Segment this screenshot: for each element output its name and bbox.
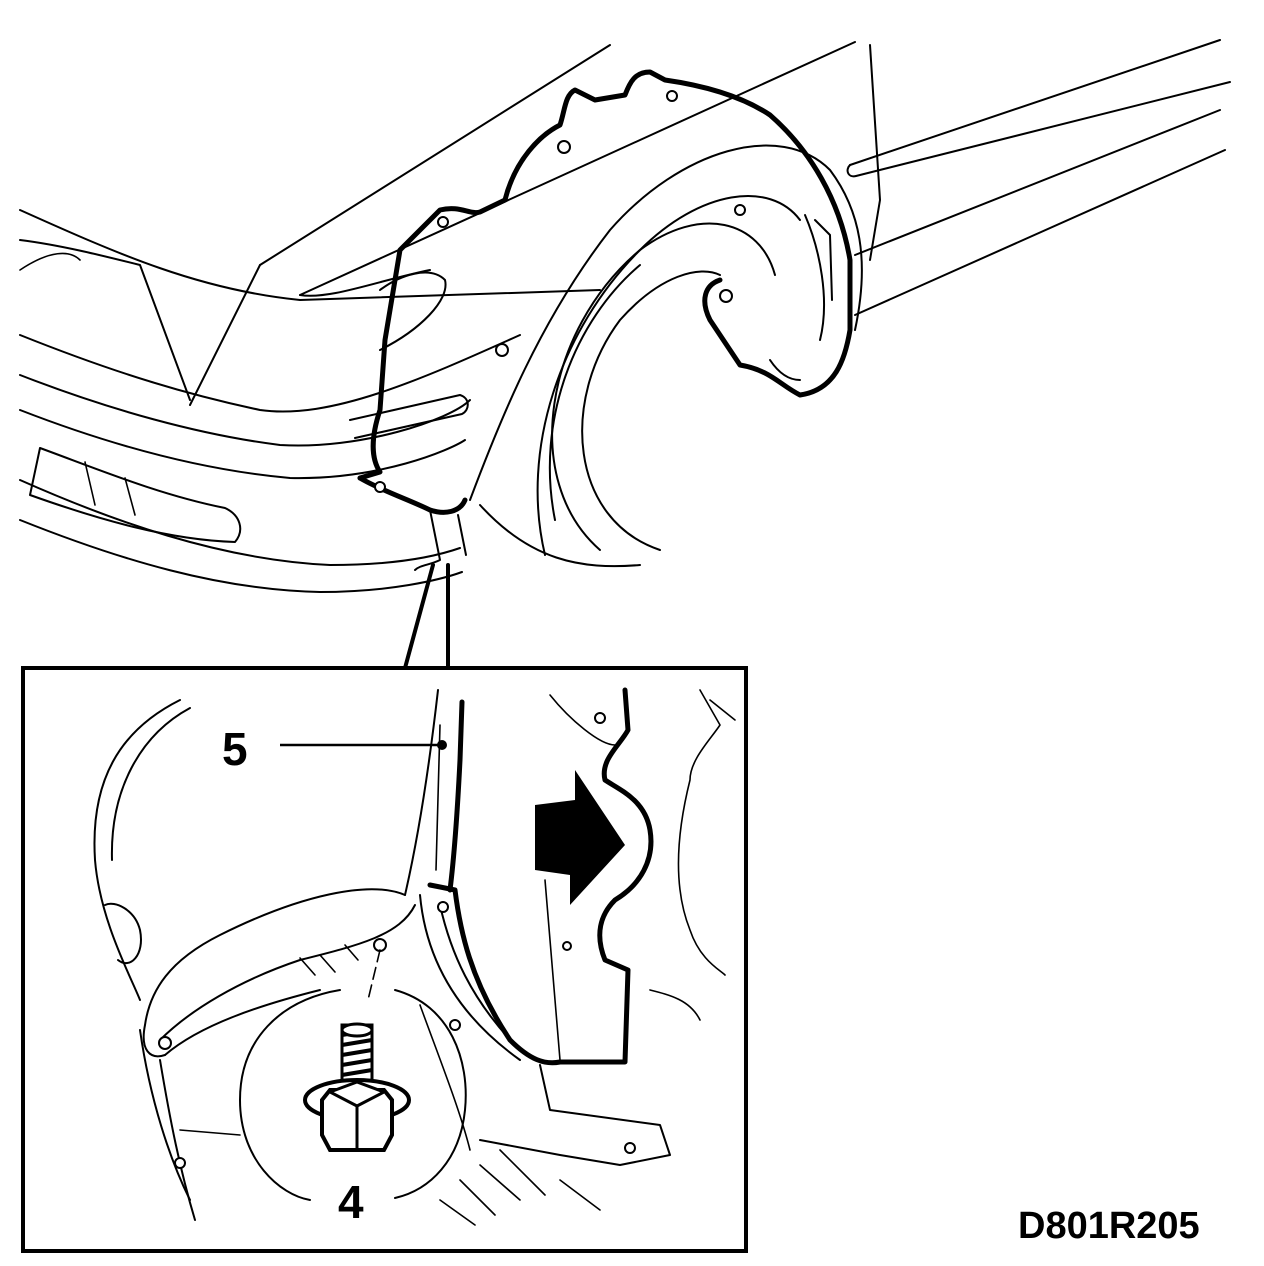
car-front-view <box>19 39 1231 593</box>
direction-arrow <box>535 770 625 905</box>
detail-inset-frame <box>21 666 748 1253</box>
detail-inset-drawing <box>93 687 736 1226</box>
figure-code: D801R205 <box>1018 1205 1200 1247</box>
bolt-icon <box>303 1022 411 1152</box>
detail-leader <box>403 563 450 670</box>
callout-label-4: 4 <box>338 1176 364 1228</box>
callout-label-5: 5 <box>222 723 248 775</box>
callout-5: 5 <box>222 723 447 775</box>
